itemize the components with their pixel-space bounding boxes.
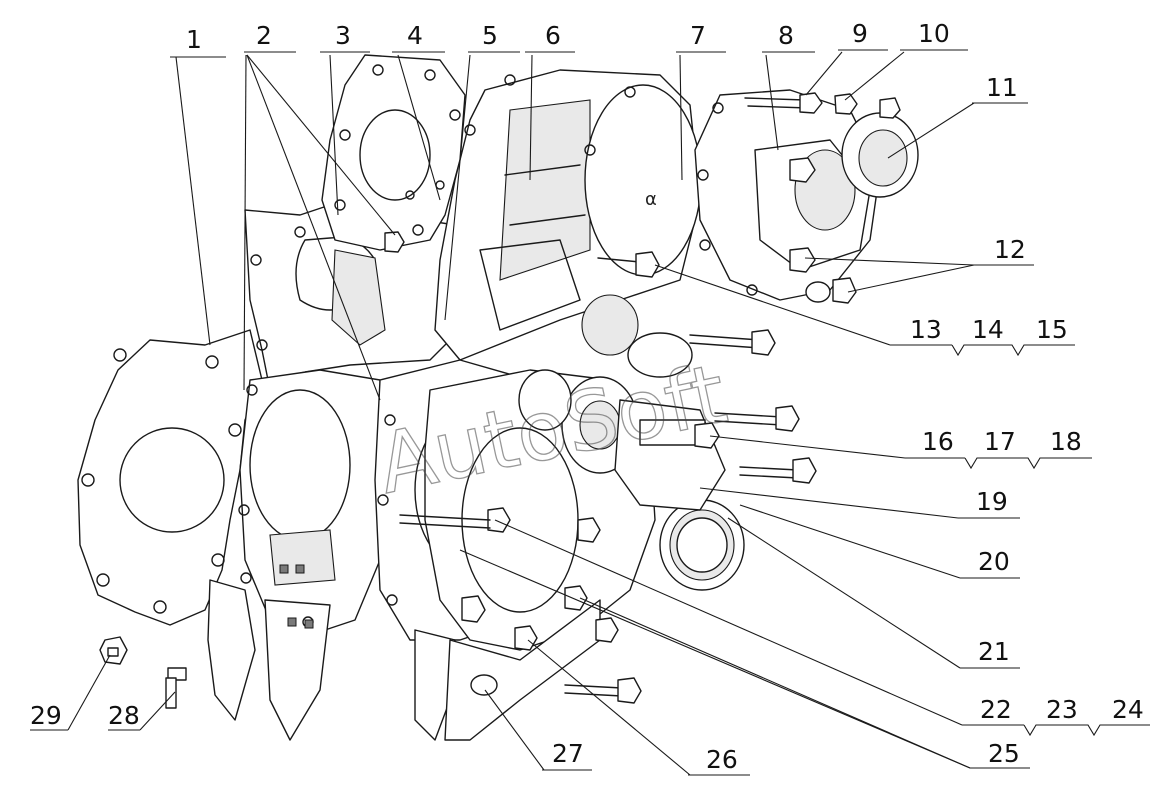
- svg-text:α: α: [645, 189, 657, 210]
- cover-bolts: [744, 92, 901, 304]
- callout-4: 4: [407, 21, 423, 50]
- gasket-plate: [77, 329, 263, 626]
- pump-cover: [694, 89, 919, 301]
- callout-7: 7: [690, 21, 706, 50]
- lower-housing-left: [207, 369, 386, 741]
- callout-23: 23: [1046, 695, 1078, 724]
- callout-22: 22: [980, 695, 1012, 724]
- callout-labels: 1 2 3 4 5 6 7 8 9 10 11 12 13 14 15 16 1…: [30, 19, 1144, 774]
- callout-25: 25: [988, 739, 1020, 768]
- callout-16: 16: [922, 427, 954, 456]
- callout-3: 3: [335, 21, 351, 50]
- callout-10: 10: [918, 19, 950, 48]
- callout-9: 9: [852, 19, 868, 48]
- callout-13: 13: [910, 315, 942, 344]
- tensioner-assembly: [518, 294, 726, 511]
- leader-lines: [30, 49, 1150, 776]
- callout-17: 17: [984, 427, 1016, 456]
- oil-seal: [659, 499, 745, 591]
- callout-12: 12: [994, 235, 1026, 264]
- callout-2: 2: [256, 21, 272, 50]
- long-bolts: [384, 231, 817, 704]
- callout-8: 8: [778, 21, 794, 50]
- callout-6: 6: [545, 21, 561, 50]
- callout-29: 29: [30, 701, 62, 730]
- timing-housing: α: [434, 69, 702, 361]
- callout-21: 21: [978, 637, 1010, 666]
- callout-18: 18: [1050, 427, 1082, 456]
- loose-parts: [99, 636, 187, 709]
- callout-5: 5: [482, 21, 498, 50]
- callout-15: 15: [1036, 315, 1068, 344]
- callout-26: 26: [706, 745, 738, 774]
- callout-24: 24: [1112, 695, 1144, 724]
- callout-14: 14: [972, 315, 1004, 344]
- callout-20: 20: [978, 547, 1010, 576]
- callout-11: 11: [986, 73, 1018, 102]
- callout-28: 28: [108, 701, 140, 730]
- callout-19: 19: [976, 487, 1008, 516]
- callout-27: 27: [552, 739, 584, 768]
- callout-1: 1: [186, 25, 202, 54]
